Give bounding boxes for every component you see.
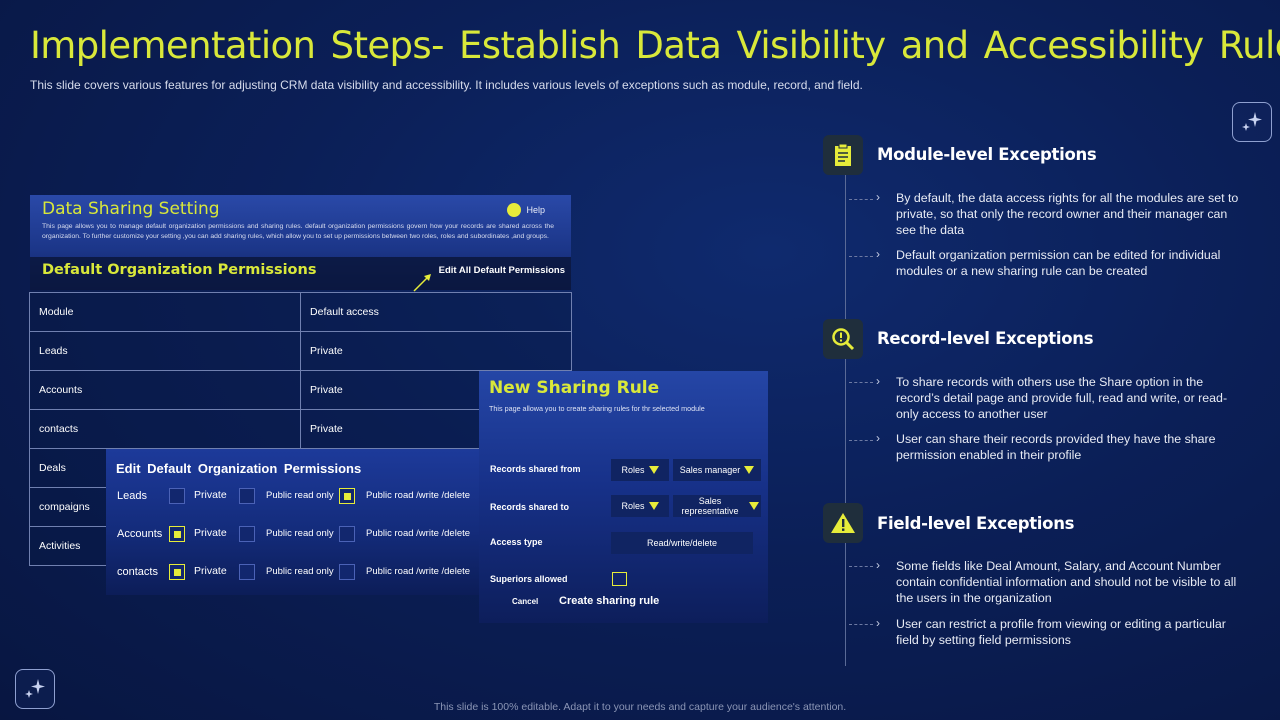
clipboard-icon — [823, 135, 863, 175]
public-read-checkbox[interactable] — [239, 488, 255, 504]
table-row[interactable]: Leads Private — [28, 331, 572, 371]
section-bullet: User can restrict a profile from viewing… — [896, 617, 1226, 647]
timeline-line — [845, 174, 846, 666]
public-write-checkbox[interactable] — [339, 564, 355, 580]
superiors-checkbox[interactable] — [612, 572, 627, 586]
private-checkbox[interactable] — [169, 564, 185, 580]
public-write-checkbox[interactable] — [339, 526, 355, 542]
permission-row-leads: Leads Private Public read only Public ro… — [106, 487, 479, 507]
select-value: Read/write/delete — [646, 538, 718, 548]
chevron-down-icon — [648, 466, 659, 474]
default-permissions-title: Default Organization Permissions — [42, 262, 317, 278]
superiors-label: Superiors allowed — [490, 574, 568, 584]
permission-row-label: Leads — [117, 490, 147, 502]
permission-row-label: Accounts — [117, 528, 163, 540]
page-title: Implementation Steps- Establish Data Vis… — [30, 24, 1280, 67]
sparkle-icon — [15, 669, 55, 709]
edit-all-permissions-button[interactable]: Edit All Default Permissions — [438, 265, 565, 276]
table-cell-module: Accounts — [28, 370, 302, 410]
warning-icon — [823, 503, 863, 543]
footer-note: This slide is 100% editable. Adapt it to… — [433, 701, 847, 713]
connector-dash — [849, 382, 873, 383]
bullet-arrow-icon: › — [876, 616, 880, 630]
section-bullet: Default organization permission can be e… — [896, 248, 1221, 278]
table-header-cell: Module — [28, 292, 302, 332]
help-link[interactable]: Help — [507, 203, 545, 217]
select-value: Sales representative — [681, 496, 739, 516]
connector-dash — [849, 256, 873, 257]
connector-dash — [849, 566, 873, 567]
select-value: Roles — [621, 465, 645, 475]
records-from-value-select[interactable]: Sales manager — [673, 459, 761, 481]
help-label: Help — [526, 205, 545, 215]
section-bullet: Some fields like Deal Amount, Salary, an… — [896, 559, 1237, 605]
public-read-checkbox[interactable] — [239, 564, 255, 580]
public-write-label: Public road /write /delete — [366, 566, 471, 577]
access-type-select[interactable]: Read/write/delete — [611, 532, 753, 554]
edit-permissions-title: Edit Default Organization Permissions — [116, 461, 362, 476]
bullet-arrow-icon: › — [876, 431, 880, 445]
help-icon — [507, 203, 522, 217]
sparkle-icon — [1232, 102, 1272, 142]
sharing-rule-description: This page allowa you to create sharing r… — [489, 404, 705, 413]
section-title: Module-level Exceptions — [877, 145, 1097, 164]
public-read-label: Public read only — [266, 566, 334, 577]
pointer-arrow-icon — [413, 274, 431, 292]
private-checkbox[interactable] — [169, 488, 185, 504]
public-write-checkbox[interactable] — [339, 488, 355, 504]
connector-dash — [849, 624, 873, 625]
records-to-label: Records shared to — [490, 502, 570, 512]
section-bullet: By default, the data access rights for a… — [896, 191, 1239, 237]
connector-dash — [849, 440, 873, 441]
private-label: Private — [194, 565, 227, 577]
private-checkbox[interactable] — [169, 526, 185, 542]
chevron-down-icon — [744, 466, 755, 474]
public-write-label: Public road /write /delete — [366, 528, 471, 539]
data-sharing-title: Data Sharing Setting — [42, 199, 220, 219]
section-bullet: To share records with others use the Sha… — [896, 375, 1228, 421]
new-sharing-rule-panel: New Sharing Rule This page allowa you to… — [479, 371, 768, 623]
section-title: Record-level Exceptions — [877, 329, 1094, 348]
bullet-arrow-icon: › — [876, 374, 880, 388]
access-type-label: Access type — [490, 537, 543, 547]
private-label: Private — [194, 489, 227, 501]
section-bullet: User can share their records provided th… — [896, 432, 1216, 462]
public-read-checkbox[interactable] — [239, 526, 255, 542]
records-to-role-select[interactable]: Roles — [611, 495, 669, 517]
bullet-arrow-icon: › — [876, 247, 880, 261]
table-header-cell: Default access — [300, 292, 572, 332]
private-label: Private — [194, 527, 227, 539]
public-write-label: Public road /write /delete — [366, 490, 471, 501]
sharing-rule-title: New Sharing Rule — [489, 378, 660, 398]
records-from-label: Records shared from — [490, 464, 581, 474]
table-cell-module: Leads — [28, 331, 302, 371]
connector-dash — [849, 199, 873, 200]
data-sharing-description: This page allows you to manage default o… — [42, 223, 554, 240]
bullet-arrow-icon: › — [876, 190, 880, 204]
permission-row-label: contacts — [117, 566, 158, 578]
chevron-down-icon — [648, 502, 659, 510]
public-read-label: Public read only — [266, 528, 334, 539]
permission-row-contacts: contacts Private Public read only Public… — [106, 563, 479, 583]
select-value: Roles — [621, 501, 645, 511]
page-subtitle: This slide covers various features for a… — [30, 78, 863, 92]
select-value: Sales manager — [679, 465, 741, 475]
magnifier-icon — [823, 319, 863, 359]
bullet-arrow-icon: › — [876, 558, 880, 572]
table-cell-module: contacts — [28, 409, 302, 449]
public-read-label: Public read only — [266, 490, 334, 501]
edit-permissions-panel: Edit Default Organization Permissions Le… — [106, 449, 479, 595]
table-header-row: Module Default access — [28, 292, 572, 332]
data-sharing-panel: Data Sharing Setting Help This page allo… — [30, 195, 571, 290]
default-permissions-bar: Default Organization Permissions Edit Al… — [30, 257, 571, 290]
create-sharing-rule-button[interactable]: Create sharing rule — [559, 595, 660, 607]
table-cell-access: Private — [300, 331, 572, 371]
records-from-role-select[interactable]: Roles — [611, 459, 669, 481]
chevron-down-icon — [749, 502, 759, 510]
cancel-button[interactable]: Cancel — [512, 597, 539, 606]
records-to-value-select[interactable]: Sales representative — [673, 495, 761, 517]
permission-row-accounts: Accounts Private Public read only Public… — [106, 525, 479, 545]
section-title: Field-level Exceptions — [877, 514, 1075, 533]
